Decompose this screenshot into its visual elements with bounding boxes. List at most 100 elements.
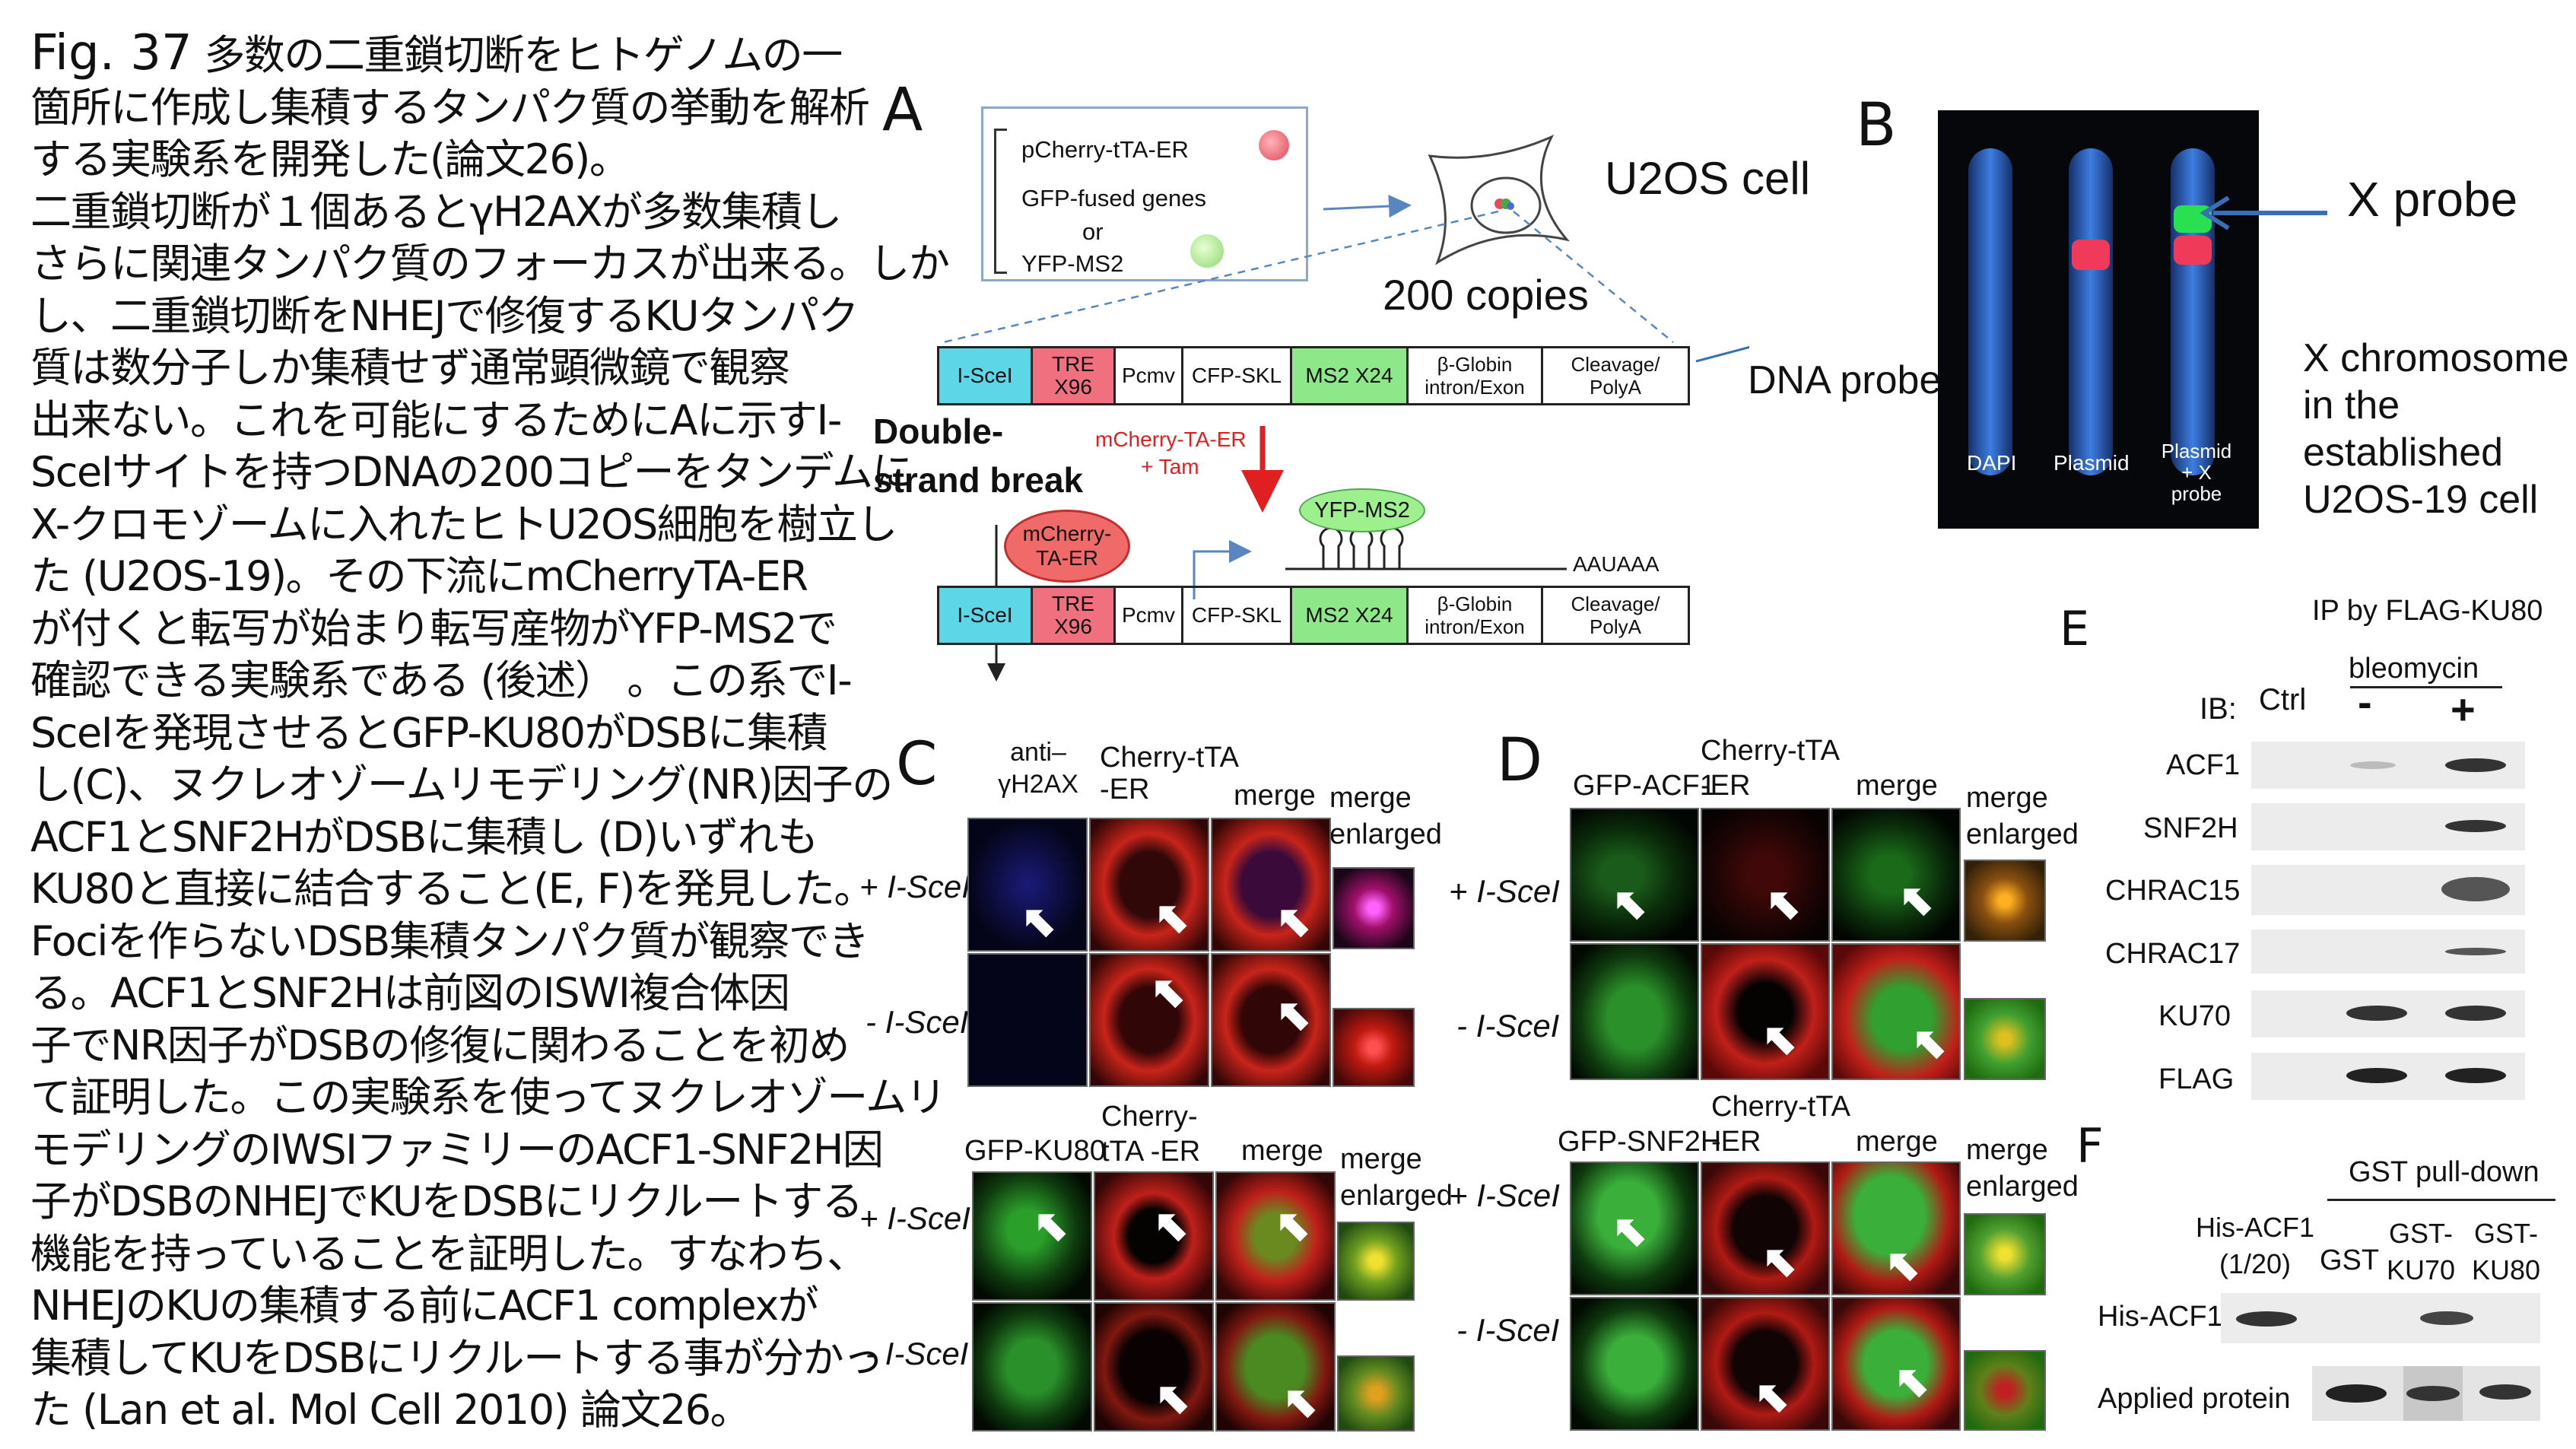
- mcherry-bubble: mCherry-TA-ER: [1004, 510, 1130, 583]
- d-row-minus-bottom: - I-SceI: [1456, 1312, 1560, 1348]
- b-label-dapi: DAPI: [1967, 451, 2017, 475]
- d-cell-cherry-minus-2: ⬉: [1701, 1297, 1830, 1431]
- e-title: IP by FLAG-KU80: [2312, 595, 2543, 627]
- c-header-gh2ax: anti–γH2AX: [998, 738, 1078, 799]
- d-enlarged-plus-2: [1964, 1213, 2046, 1295]
- d-enlarged-plus: [1964, 860, 2046, 942]
- dsb-label-2: strand break: [873, 460, 1084, 500]
- d-cell-merge-plus: ⬉: [1831, 808, 1961, 942]
- construct-pcmv: Pcmv: [1113, 586, 1183, 645]
- e-row-chrac17: CHRAC17: [2105, 938, 2241, 970]
- c-cell-cherry-minus: ⬉: [1089, 953, 1209, 1087]
- construct-globin: β-Globin intron/Exon: [1406, 586, 1543, 645]
- dna-probe-label: DNA probe: [1748, 358, 1942, 402]
- cell-label: U2OS cell: [1605, 153, 1811, 204]
- caption-line: 子でNR因子がDSBの修復に関わることを初め: [30, 1021, 850, 1069]
- e-blot-chrac17: [2251, 929, 2525, 974]
- caption-line: SceIを発現させるとGFP-KU80がDSBに集積: [30, 708, 827, 757]
- caption-line: NHEJのKUの集積する前にACF1 complexが: [30, 1282, 819, 1330]
- red-plasmid-dot: [1259, 130, 1289, 160]
- d-cell-merge-plus-2: ⬉: [1831, 1161, 1961, 1295]
- f-title: GST pull-down: [2349, 1156, 2539, 1188]
- figure-label: Fig. 37: [30, 25, 192, 81]
- construct-cfp: CFP-SKL: [1181, 586, 1292, 645]
- d-cell-snf2h-plus: ⬉: [1570, 1161, 1699, 1295]
- panel-f-letter: F: [2076, 1118, 2104, 1174]
- caption-line: し(C)、ヌクレオゾームリモデリング(NR)因子の: [30, 761, 893, 809]
- plasmid-line-4: YFP-MS2: [1021, 250, 1124, 277]
- construct-isce1: I-SceI: [937, 586, 1033, 645]
- e-row-ku70: KU70: [2158, 1000, 2231, 1032]
- f-lane-his: His-ACF1 (1/20): [2195, 1212, 2314, 1279]
- construct-bottom: I-SceI TRE X96 Pcmv CFP-SKL MS2 X24 β-Gl…: [937, 586, 1690, 645]
- c-cell-merge-plus: ⬉: [1211, 818, 1331, 952]
- e-bleomycin-bar: [2350, 686, 2502, 688]
- plasmid-box: pCherry-tTA-ER GFP-fused genes or YFP-MS…: [981, 106, 1308, 281]
- construct-tre: TRE X96: [1031, 346, 1116, 405]
- e-row-acf1: ACF1: [2166, 749, 2241, 781]
- caption-line: 機能を持っていることを証明した。すなわち、: [30, 1229, 868, 1278]
- construct-polya: Cleavage/ PolyA: [1541, 586, 1690, 645]
- c-row-minus-top: - I-SceI: [866, 1004, 969, 1040]
- construct-ms2: MS2 X24: [1290, 586, 1409, 645]
- d-cell-cherry-plus-2: ⬉: [1701, 1161, 1830, 1295]
- d-cell-merge-minus: ⬉: [1831, 943, 1961, 1080]
- caption-line: X-クロモゾームに入れたヒトU2OS細胞を樹立し: [30, 500, 897, 548]
- d-cell-acf1-plus: ⬉: [1570, 808, 1699, 942]
- plasmid-line-3: or: [1082, 218, 1104, 245]
- panel-e-letter: E: [2060, 601, 2090, 656]
- caption-line: 子がDSBのNHEJでKUをDSBにリクルートする: [30, 1177, 863, 1225]
- d-cell-cherry-plus: ⬉: [1701, 808, 1830, 942]
- e-ctrl: Ctrl: [2259, 683, 2307, 717]
- plasmid-line-1: pCherry-tTA-ER: [1021, 136, 1189, 163]
- c-cell-cherry-plus-2: ⬉: [1094, 1171, 1214, 1301]
- c-cell-merge-minus-2: ⬉: [1215, 1302, 1336, 1432]
- c-enlarged-plus-2: [1337, 1222, 1415, 1301]
- d-header-acf1: GFP-ACF1: [1573, 770, 1716, 802]
- d-row-plus-top: + I-SceI: [1449, 873, 1560, 909]
- caption-line-0: Fig. 37 多数の二重鎖切断をヒトゲノムの一: [30, 25, 843, 81]
- construct-cfp: CFP-SKL: [1181, 346, 1292, 405]
- caption-line: た (U2OS-19)。その下流にmCherryTA-ER: [30, 552, 808, 600]
- b-label-plasmid: Plasmid: [2053, 451, 2130, 475]
- green-plasmid-dot: [1190, 234, 1224, 268]
- caption-line: 箇所に作成し集積するタンパク質の挙動を解析: [30, 83, 870, 132]
- caption-line: が付くと転写が始まり転写産物がYFP-MS2で: [30, 604, 837, 653]
- e-blot-chrac15: [2251, 865, 2525, 915]
- e-row-chrac15: CHRAC15: [2105, 875, 2241, 907]
- e-row-snf2h: SNF2H: [2143, 812, 2238, 844]
- f-row-his: His-ACF1: [2098, 1301, 2223, 1333]
- d-row-minus-top: - I-SceI: [1456, 1008, 1560, 1044]
- caption-line: Fociを作らないDSB集積タンパク質が観察でき: [30, 917, 869, 965]
- d-header-snf2h: GFP-SNF2H: [1558, 1126, 1722, 1158]
- construct-polya: Cleavage/ PolyA: [1541, 346, 1690, 405]
- caption-line: 出来ない。これを可能にするためにAに示すI-: [30, 396, 842, 444]
- yfp-bubble: YFP-MS2: [1299, 488, 1425, 532]
- caption-line: 集積してKUをDSBにリクルートする事が分かっ: [30, 1333, 884, 1382]
- chromosome-xprobe: [2171, 148, 2215, 475]
- caption-line: て証明した。この実験系を使ってヌクレオゾームリ: [30, 1073, 947, 1121]
- c-row-plus-top: + I-SceI: [859, 869, 970, 904]
- d-row-plus-bottom: + I-SceI: [1449, 1177, 1560, 1213]
- caption-line: SceIサイトを持つDNAの200コピーをタンデムに: [30, 448, 913, 496]
- construct-top: I-SceI TRE X96 Pcmv CFP-SKL MS2 X24 β-Gl…: [937, 346, 1690, 405]
- e-blot-ku70: [2251, 990, 2525, 1037]
- caption-line: し、二重鎖切断をNHEJで修復するKUタンパク: [30, 291, 859, 340]
- plasmid-bracket: [994, 129, 1007, 274]
- c-header-merge: merge: [1234, 780, 1316, 812]
- caption-line: る。ACF1とSNF2Hは前図のISWI複合体因: [30, 969, 790, 1017]
- c-header-ku80: GFP-KU80: [964, 1135, 1106, 1167]
- caption-line: 二重鎖切断が１個あるとγH2AXが多数集積し: [30, 187, 842, 236]
- plasmid-signal: [2072, 240, 2110, 270]
- c-cell-gh2ax-plus: ⬉: [967, 818, 1088, 952]
- e-ib: IB:: [2200, 692, 2237, 726]
- c-enlarged-plus: [1332, 867, 1415, 949]
- panel-d-letter: D: [1497, 726, 1543, 795]
- panel-b-letter: B: [1856, 91, 1897, 160]
- f-lane-ku70: GST- KU70: [2387, 1218, 2456, 1285]
- polya-signal: AAUAAA: [1573, 552, 1660, 576]
- f-title-bar: [2327, 1199, 2555, 1201]
- c-cell-cherry-plus: ⬉: [1089, 818, 1209, 952]
- e-blot-snf2h: [2251, 803, 2525, 850]
- f-row-applied: Applied protein: [2098, 1383, 2291, 1415]
